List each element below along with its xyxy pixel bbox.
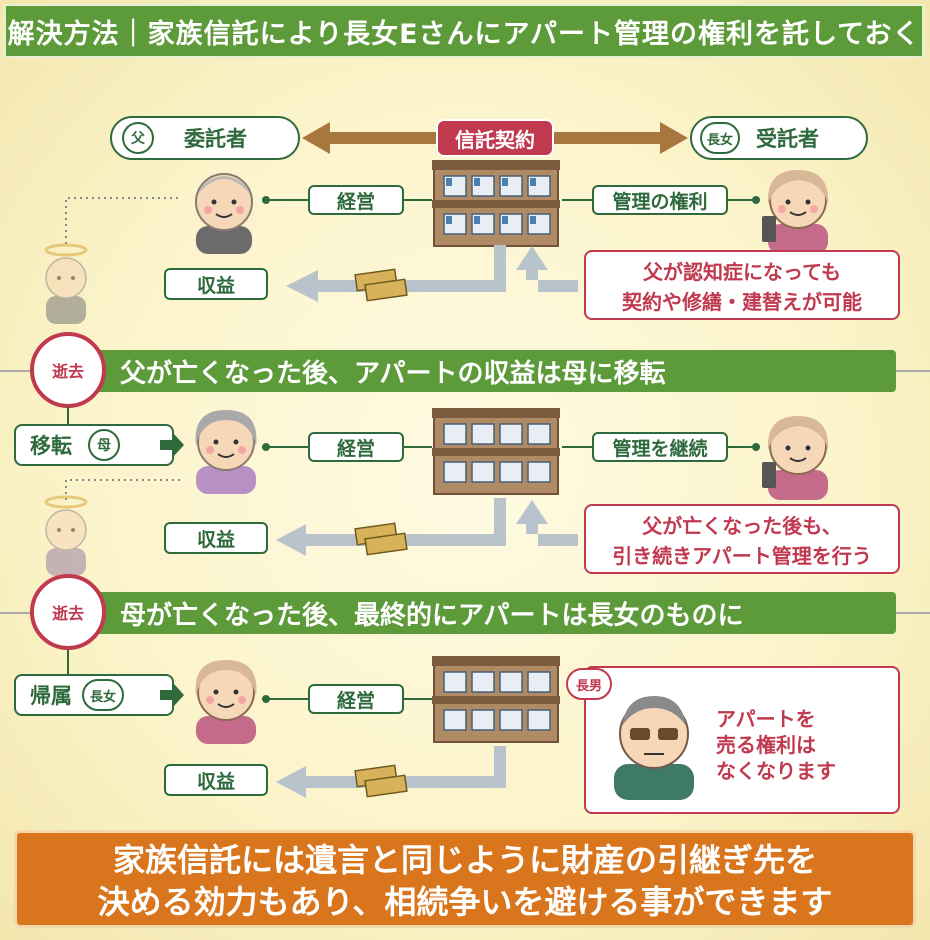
continue-management-box: 管理を継続 xyxy=(592,432,728,462)
income-box-2: 収益 xyxy=(164,522,268,554)
conclusion-line: 家族信託には遺言と同じように財産の引継ぎ先を xyxy=(112,841,817,879)
connector-dot xyxy=(752,443,760,451)
transfer-line xyxy=(67,650,69,676)
manage-line-left xyxy=(262,446,310,448)
connector-dot xyxy=(752,196,760,204)
conclusion-line: 決める効力もあり、相続争いを避ける事ができます xyxy=(97,883,833,921)
manage-box-2: 経営 xyxy=(308,432,404,462)
money-bundle-icon xyxy=(354,268,408,302)
transfer-label: 移転 xyxy=(30,434,72,458)
transfer-pill: 移転 母 xyxy=(14,424,174,466)
apartment-building-icon xyxy=(432,160,560,247)
son-avatar xyxy=(614,696,694,800)
manage-box-1: 経営 xyxy=(308,185,404,215)
section-bar-1: 父が亡くなった後、アパートの収益は母に移転 xyxy=(90,350,896,392)
connector-dot xyxy=(262,443,270,451)
note-line: 売る権利は xyxy=(716,733,816,757)
manage-line-right xyxy=(404,698,432,700)
father-badge: 父 xyxy=(122,122,154,154)
note-line: 引き続きアパート管理を行う xyxy=(612,544,872,568)
ghost-mother-avatar xyxy=(44,495,88,576)
section-bar-2: 母が亡くなった後、最終的にアパートは長女のものに xyxy=(90,592,896,634)
rights-line-right xyxy=(728,199,758,201)
ghost-father-avatar xyxy=(44,243,88,324)
money-bundle-icon xyxy=(354,764,408,798)
page-title: 解決方法｜家族信託により長女Eさんにアパート管理の権利を託しておく xyxy=(4,4,924,58)
trustee-pill: 長女 受託者 xyxy=(690,116,868,160)
apartment-building-icon xyxy=(432,408,560,495)
connector-dot xyxy=(262,196,270,204)
management-right-box: 管理の権利 xyxy=(592,185,728,215)
trustee-label: 受託者 xyxy=(756,127,819,151)
son-badge: 長男 xyxy=(566,668,612,700)
settlor-label: 委託者 xyxy=(184,127,247,151)
deceased-badge-1: 逝去 xyxy=(30,332,106,408)
rights-line-right xyxy=(728,446,758,448)
daughter-avatar xyxy=(762,170,829,254)
son-note: アパートを 売る権利は なくなります xyxy=(716,706,886,784)
deceased-badge-2: 逝去 xyxy=(30,574,106,650)
father-avatar xyxy=(195,173,253,254)
vesting-label: 帰属 xyxy=(30,684,72,708)
vesting-pill: 帰属 長女 xyxy=(14,674,174,716)
apartment-building-icon xyxy=(432,656,560,743)
note-line: アパートを xyxy=(716,707,816,731)
manage-line-left xyxy=(262,199,310,201)
trust-contract-label: 信託契約 xyxy=(436,119,554,157)
conclusion-banner: 家族信託には遺言と同じように財産の引継ぎ先を 決める効力もあり、相続争いを避ける… xyxy=(14,830,916,928)
rights-line-left xyxy=(562,199,592,201)
manage-line-right xyxy=(404,446,432,448)
settlor-pill: 父 委託者 xyxy=(110,116,300,160)
income-box-3: 収益 xyxy=(164,764,268,796)
note-line: 父が亡くなった後も、 xyxy=(642,514,842,538)
note-box-2: 父が亡くなった後も、 引き続きアパート管理を行う xyxy=(584,504,900,574)
divider-line xyxy=(896,370,930,372)
mother-avatar xyxy=(195,410,257,494)
manage-box-3: 経営 xyxy=(308,684,404,714)
manage-line-left xyxy=(262,698,310,700)
daughter-owner-avatar xyxy=(195,660,257,744)
divider-line xyxy=(896,612,930,614)
connector-dot xyxy=(262,695,270,703)
money-bundle-icon xyxy=(354,522,408,556)
daughter-avatar xyxy=(762,416,829,500)
note-line: なくなります xyxy=(716,759,836,783)
note-line: 父が認知症になっても xyxy=(643,260,841,284)
mother-badge: 母 xyxy=(88,429,120,461)
daughter-badge: 長女 xyxy=(82,679,124,711)
income-box-1: 収益 xyxy=(164,268,268,300)
divider-line xyxy=(0,370,40,372)
divider-line xyxy=(0,612,40,614)
note-line: 契約や修繕・建替えが可能 xyxy=(622,290,862,314)
manage-line-right xyxy=(404,199,432,201)
note-box-1: 父が認知症になっても 契約や修繕・建替えが可能 xyxy=(584,250,900,320)
rights-line-left xyxy=(562,446,592,448)
daughter-badge: 長女 xyxy=(700,122,740,154)
transfer-line xyxy=(67,406,69,428)
